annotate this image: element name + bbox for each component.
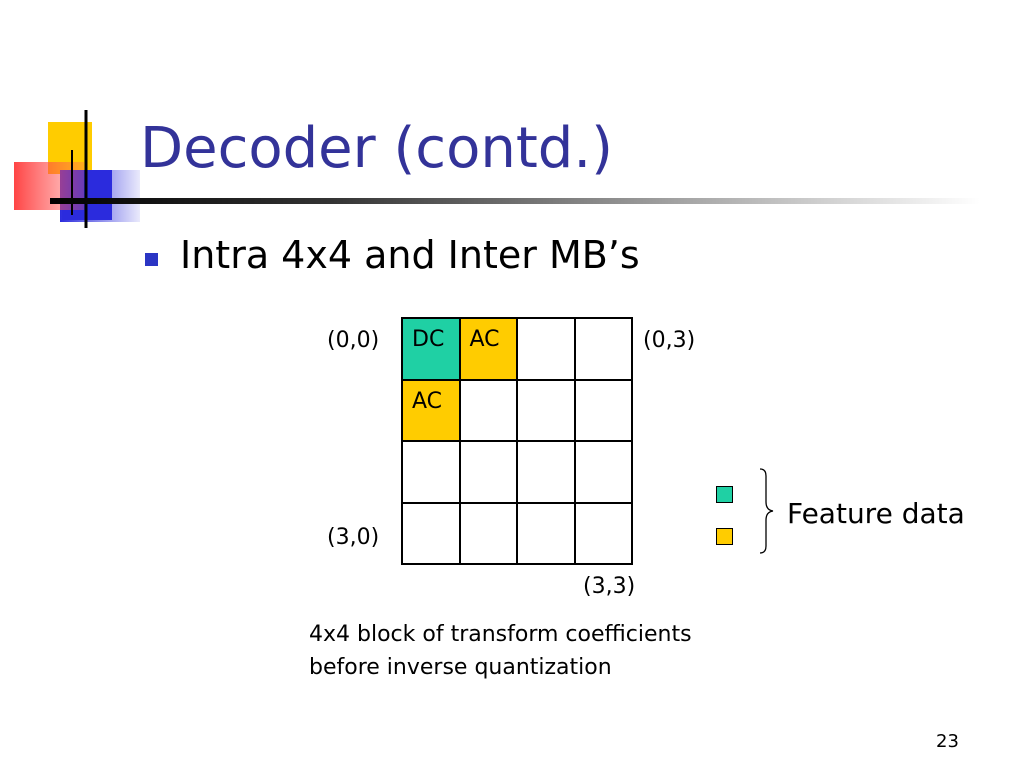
grid-cell — [518, 503, 576, 565]
grid-cell — [575, 503, 633, 565]
title-underline — [50, 198, 980, 204]
grid-cell — [460, 503, 518, 565]
caption-line-1: 4x4 block of transform coefficients — [309, 622, 692, 647]
grid-cell — [460, 442, 518, 504]
grid-cell — [518, 442, 576, 504]
grid-cell — [575, 380, 633, 442]
page-number: 23 — [936, 731, 959, 752]
coord-bottom-right: (3,3) — [583, 574, 636, 599]
grid-cell — [460, 380, 518, 442]
grid-cell — [403, 503, 461, 565]
legend-label: Feature data — [787, 497, 965, 530]
grid-cell — [518, 319, 576, 381]
grid-cell: DC — [403, 319, 461, 381]
grid-cell — [403, 442, 461, 504]
bullet-text: Intra 4x4 and Inter MB’s — [180, 233, 640, 277]
grid-cell: AC — [403, 380, 461, 442]
legend-ac-swatch — [716, 528, 733, 545]
grid-cell — [575, 442, 633, 504]
coord-bottom-left: (3,0) — [327, 525, 380, 550]
grid-cell — [518, 380, 576, 442]
coord-top-left: (0,0) — [327, 328, 380, 353]
slide-title: Decoder (contd.) — [140, 116, 613, 181]
coord-top-right: (0,3) — [643, 328, 696, 353]
grid-cell — [575, 319, 633, 381]
right-brace-icon — [759, 468, 774, 554]
caption-line-2: before inverse quantization — [309, 655, 612, 680]
bullet-square-icon — [145, 253, 158, 266]
decorative-logo — [14, 110, 140, 228]
diagram-caption: 4x4 block of transform coefficients befo… — [309, 618, 692, 684]
legend-dc-swatch — [716, 486, 733, 503]
grid-cell: AC — [460, 319, 518, 381]
